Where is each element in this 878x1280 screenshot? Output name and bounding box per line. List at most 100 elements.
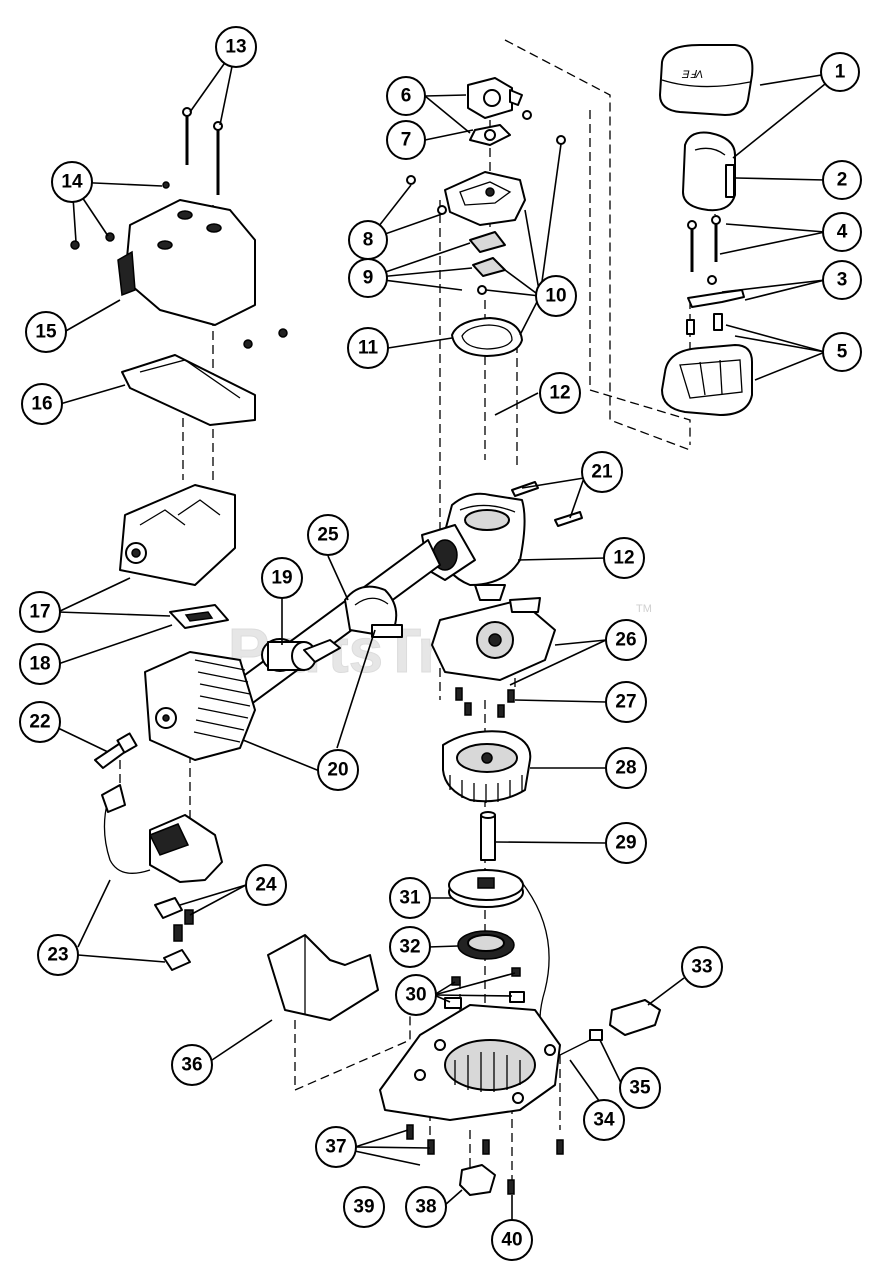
callout-39: 39 xyxy=(343,1186,385,1228)
svg-text:36: 36 xyxy=(181,1055,202,1076)
piston xyxy=(261,638,341,672)
svg-text:15: 15 xyxy=(35,322,57,343)
intake-gasket-ring xyxy=(451,317,523,357)
svg-text:17: 17 xyxy=(29,602,50,623)
svg-text:16: 16 xyxy=(31,394,52,415)
callout-24: 24 xyxy=(245,864,287,906)
callout-26: 26 xyxy=(605,619,647,661)
callout-10: 10 xyxy=(535,275,577,317)
callout-22: 22 xyxy=(19,701,61,743)
starter-housing xyxy=(379,1004,561,1121)
tube-clamp xyxy=(344,585,403,638)
callout-18: 18 xyxy=(19,643,61,685)
svg-text:38: 38 xyxy=(415,1197,436,1218)
svg-text:37: 37 xyxy=(325,1137,346,1158)
callout-19: 19 xyxy=(261,557,303,599)
callout-34: 34 xyxy=(583,1099,625,1141)
callout-28: 28 xyxy=(605,747,647,789)
callout-7: 7 xyxy=(386,120,426,160)
svg-text:25: 25 xyxy=(317,525,339,546)
callout-20: 20 xyxy=(317,749,359,791)
svg-text:8: 8 xyxy=(363,230,374,251)
carburetor xyxy=(467,77,523,146)
recoil-spring xyxy=(457,930,515,960)
starter-housing-screws xyxy=(406,1124,564,1196)
callout-6: 6 xyxy=(386,76,426,116)
cylinder xyxy=(144,651,256,761)
ignition-module xyxy=(101,784,223,971)
svg-text:35: 35 xyxy=(629,1078,651,1099)
svg-text:10: 10 xyxy=(545,286,566,307)
callout-37: 37 xyxy=(315,1126,357,1168)
starter-handle xyxy=(589,999,661,1041)
callout-32: 32 xyxy=(389,926,431,968)
housing-bolts xyxy=(511,481,583,527)
svg-text:3: 3 xyxy=(837,270,848,291)
svg-text:27: 27 xyxy=(615,692,636,713)
svg-text:33: 33 xyxy=(691,957,712,978)
svg-text:1: 1 xyxy=(835,62,846,83)
callout-40: 40 xyxy=(491,1219,533,1261)
callout-5: 5 xyxy=(822,332,862,372)
svg-text:22: 22 xyxy=(29,712,50,733)
svg-text:26: 26 xyxy=(615,630,636,651)
svg-text:13: 13 xyxy=(225,37,246,58)
watermark-trademark: TM xyxy=(636,603,652,615)
svg-text:39: 39 xyxy=(353,1197,374,1218)
svg-text:40: 40 xyxy=(501,1230,522,1251)
air-filter-screws xyxy=(687,215,721,272)
callout-30: 30 xyxy=(395,974,437,1016)
svg-text:24: 24 xyxy=(255,875,277,896)
callout-11: 11 xyxy=(347,327,389,369)
air-filter-element xyxy=(682,131,736,212)
cover-logo: ƎℲɅ xyxy=(681,69,703,81)
callout-29: 29 xyxy=(605,822,647,864)
carburetor-adapter xyxy=(444,171,526,226)
carburetor-gaskets xyxy=(469,231,506,277)
spark-plug xyxy=(94,732,138,769)
callout-12-upper: 12 xyxy=(539,372,581,414)
svg-text:2: 2 xyxy=(837,170,848,191)
fan-housing-screws xyxy=(455,687,515,718)
callout-13: 13 xyxy=(215,26,257,68)
svg-text:9: 9 xyxy=(363,268,374,289)
leader-lines xyxy=(57,46,841,1225)
svg-text:12: 12 xyxy=(613,548,634,569)
flywheel xyxy=(442,730,532,803)
svg-text:6: 6 xyxy=(401,86,412,107)
svg-text:5: 5 xyxy=(837,342,848,363)
callout-12-lower: 12 xyxy=(603,537,645,579)
callout-21: 21 xyxy=(581,451,623,493)
starter-pawl-parts xyxy=(444,967,525,1009)
svg-text:29: 29 xyxy=(615,833,636,854)
callout-35: 35 xyxy=(619,1067,661,1109)
starter-pulley xyxy=(448,869,524,908)
callout-15: 15 xyxy=(25,311,67,353)
svg-text:23: 23 xyxy=(47,945,68,966)
callout-8: 8 xyxy=(348,220,388,260)
svg-text:32: 32 xyxy=(399,937,420,958)
callout-9: 9 xyxy=(348,258,388,298)
svg-text:4: 4 xyxy=(837,222,848,243)
svg-text:34: 34 xyxy=(593,1110,615,1131)
callout-33: 33 xyxy=(681,946,723,988)
cylinder-cover-bolts xyxy=(182,107,223,195)
svg-text:31: 31 xyxy=(399,888,421,909)
muffler-gasket xyxy=(169,604,229,629)
svg-text:11: 11 xyxy=(358,338,379,359)
callout-25: 25 xyxy=(307,514,349,556)
air-filter-cover: ƎℲɅ xyxy=(659,44,754,116)
svg-text:18: 18 xyxy=(29,654,50,675)
callout-16: 16 xyxy=(21,383,63,425)
fan-housing xyxy=(431,597,556,681)
svg-text:28: 28 xyxy=(615,758,636,779)
svg-text:14: 14 xyxy=(61,172,83,193)
callout-27: 27 xyxy=(605,681,647,723)
muffler xyxy=(119,484,236,586)
svg-text:19: 19 xyxy=(271,568,292,589)
callout-1: 1 xyxy=(820,52,860,92)
starter-shield xyxy=(267,934,379,1021)
callout-2: 2 xyxy=(822,160,862,200)
svg-text:12: 12 xyxy=(549,383,570,404)
